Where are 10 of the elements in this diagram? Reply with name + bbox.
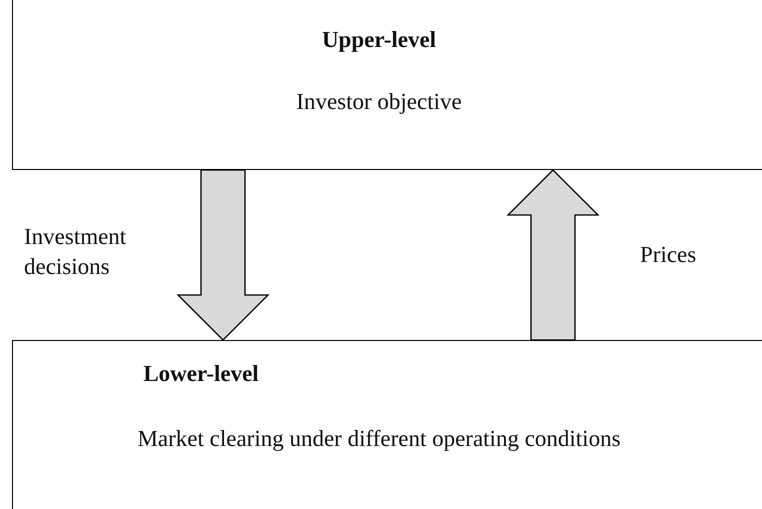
block-arrow — [506, 169, 600, 341]
level-description: Investor objective — [296, 89, 462, 115]
edge-label: Prices — [640, 241, 698, 269]
edge-label: Investment decisions — [24, 223, 128, 281]
level-box — [12, 0, 762, 170]
level-description: Market clearing under different operating conditions — [137, 426, 621, 452]
level-box — [12, 340, 762, 509]
block-arrow — [176, 169, 270, 341]
level-heading: Lower-level — [143, 361, 259, 387]
level-heading: Upper-level — [322, 27, 436, 53]
